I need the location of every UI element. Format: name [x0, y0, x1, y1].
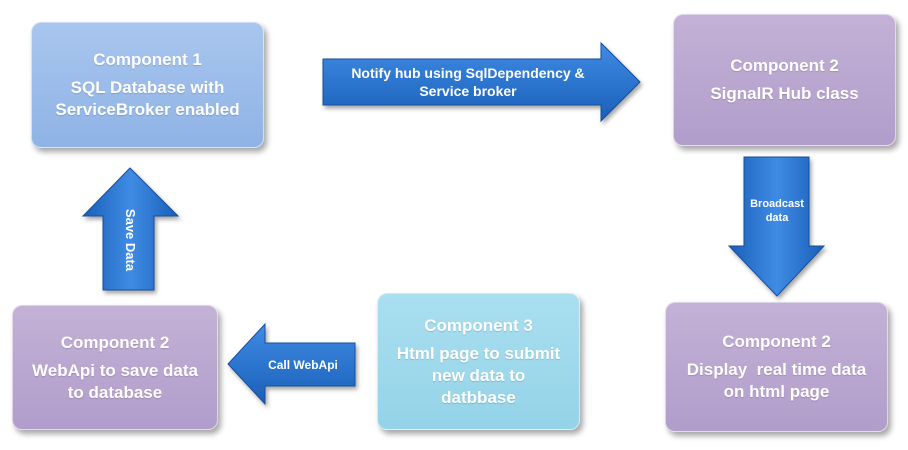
- signalr-hub-line-1: SignalR Hub class: [710, 84, 859, 103]
- html-page-line-2: new data to: [431, 365, 526, 385]
- notify-label-line-1: Notify hub using SqlDependency &: [351, 65, 585, 81]
- call-webapi-arrow: [227, 322, 356, 406]
- html-page-box: Component 3 Html page to submit new data…: [377, 293, 580, 430]
- notify-arrow: [322, 41, 641, 123]
- webapi-line-2: to database: [67, 382, 163, 402]
- component1-title: Component 1: [93, 50, 202, 69]
- broadcast-label-line-2: data: [765, 212, 789, 224]
- notify-arrow-label: Notify hub using SqlDependency & Service…: [323, 64, 613, 100]
- webapi-box: Component 2 WebApi to save data to datab…: [12, 305, 218, 430]
- display-line-1: Display real time data: [686, 360, 867, 379]
- broadcast-label-line-1: Broadcast: [750, 198, 804, 210]
- save-label-line-1: Save Data: [123, 208, 138, 272]
- broadcast-arrow: [727, 156, 826, 297]
- display-line-2: on html page: [723, 382, 830, 401]
- notify-label-line-2: Service broker: [419, 83, 517, 99]
- display-title: Component 2: [722, 332, 831, 351]
- broadcast-arrow-label: Broadcast data: [744, 197, 810, 225]
- display-box: Component 2 Display real time data on ht…: [665, 302, 888, 432]
- call-label-line-1: Call WebApi: [268, 358, 338, 372]
- signalr-hub-box: Component 2 SignalR Hub class: [673, 14, 896, 146]
- component1-line-1: SQL Database with: [70, 78, 225, 97]
- webapi-line-1: WebApi to save data: [32, 360, 198, 380]
- call-webapi-arrow-label: Call WebApi: [258, 357, 348, 373]
- signalr-hub-title: Component 2: [730, 56, 839, 75]
- save-data-arrow-label: Save Data: [122, 190, 138, 290]
- component1-line-2: ServiceBroker enabled: [55, 100, 240, 119]
- html-page-title: Component 3: [424, 315, 533, 335]
- html-page-line-3: datbbase: [441, 387, 516, 407]
- webapi-title: Component 2: [60, 332, 170, 352]
- html-page-line-1: Html page to submit: [396, 343, 561, 363]
- save-data-arrow: [81, 167, 180, 291]
- component1-box: Component 1 SQL Database with ServiceBro…: [31, 22, 264, 148]
